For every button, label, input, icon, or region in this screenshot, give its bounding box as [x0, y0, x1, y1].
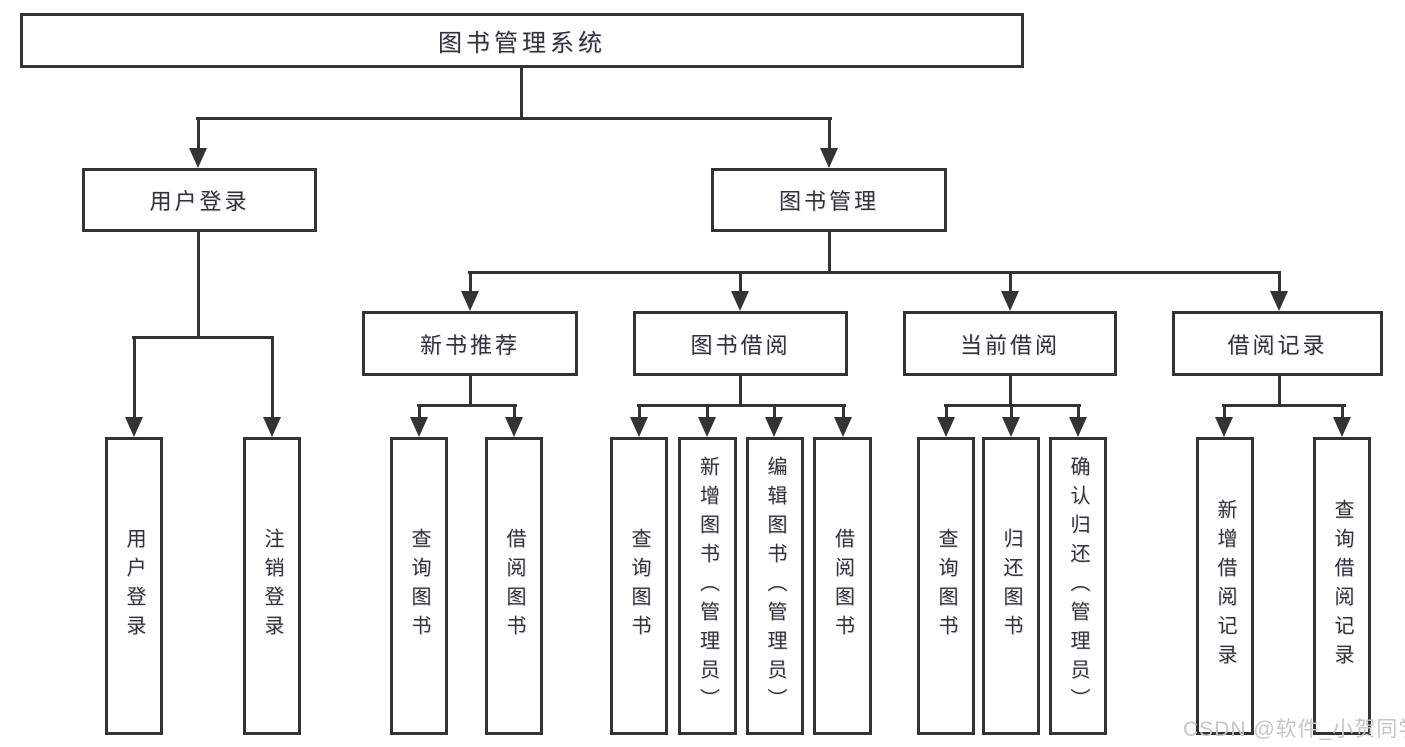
- csdn-watermark: CSDN @软件_小贺同学: [1183, 718, 1405, 741]
- connector-borrow-stem-2: [706, 404, 709, 417]
- node-root: 图书管理系统: [20, 13, 1024, 68]
- leaf-borrow-books-recommend-label: 借阅图书: [503, 528, 525, 644]
- connector-records-stem-2: [1341, 404, 1344, 417]
- arrowhead-icon: [189, 148, 207, 168]
- connector-book-mgmt-stem-4: [1278, 271, 1281, 291]
- arrowhead-icon: [820, 148, 838, 168]
- connector-recommend-stem-1: [418, 404, 421, 417]
- connector-root-horizontal: [196, 117, 832, 120]
- arrowhead-icon: [630, 417, 648, 437]
- leaf-query-books-current: 查询图书: [917, 437, 975, 735]
- leaf-query-books-recommend: 查询图书: [390, 437, 448, 735]
- node-root-label: 图书管理系统: [438, 30, 606, 57]
- arrowhead-icon: [1002, 417, 1020, 437]
- leaf-query-books-current-label: 查询图书: [935, 528, 957, 644]
- arrowhead-icon: [1215, 417, 1233, 437]
- leaf-query-books-borrow: 查询图书: [610, 437, 668, 735]
- connector-records-horizontal: [1222, 404, 1346, 407]
- node-book-borrow-label: 图书借阅: [690, 332, 791, 358]
- node-current-borrow: 当前借阅: [903, 311, 1117, 376]
- leaf-query-borrow-record-label: 查询借阅记录: [1331, 499, 1353, 673]
- connector-book-mgmt-vertical: [828, 232, 831, 271]
- connector-borrow-horizontal: [637, 404, 846, 407]
- node-book-borrow: 图书借阅: [633, 311, 848, 376]
- arrowhead-icon: [461, 291, 479, 311]
- node-current-borrow-label: 当前借阅: [959, 332, 1060, 358]
- node-borrow-records-label: 借阅记录: [1227, 332, 1328, 358]
- connector-borrow-stem-3: [773, 404, 776, 417]
- connector-borrow-stem-4: [842, 404, 845, 417]
- arrowhead-icon: [263, 417, 281, 437]
- node-new-book-recommend: 新书推荐: [362, 311, 578, 376]
- connector-borrow-vertical: [739, 376, 742, 404]
- node-book-mgmt: 图书管理: [711, 168, 947, 232]
- leaf-edit-book-admin: 编辑图书（管理员）: [746, 437, 804, 735]
- leaf-add-book-admin: 新增图书（管理员）: [678, 437, 737, 735]
- leaf-return-book-label: 归还图书: [1000, 528, 1022, 644]
- leaf-borrow-books: 借阅图书: [813, 437, 872, 735]
- arrowhead-icon: [698, 417, 716, 437]
- connector-book-mgmt-stem-3: [1009, 271, 1012, 291]
- node-user-login: 用户登录: [82, 168, 317, 232]
- connector-book-mgmt-stem-2: [739, 271, 742, 291]
- connector-recommend-vertical: [469, 376, 472, 404]
- connector-current-stem-1: [945, 404, 948, 417]
- arrowhead-icon: [765, 417, 783, 437]
- connector-current-stem-2: [1010, 404, 1013, 417]
- leaf-confirm-return-admin-label: 确认归还（管理员）: [1067, 455, 1089, 717]
- connector-recommend-stem-2: [513, 404, 516, 417]
- connector-records-vertical: [1278, 376, 1281, 404]
- arrowhead-icon: [1270, 291, 1288, 311]
- connector-book-mgmt-horizontal: [468, 271, 1281, 274]
- connector-book-mgmt-stem-1: [469, 271, 472, 291]
- node-borrow-records: 借阅记录: [1172, 311, 1383, 376]
- leaf-query-books-recommend-label: 查询图书: [408, 528, 430, 644]
- leaf-return-book: 归还图书: [982, 437, 1040, 735]
- leaf-add-borrow-record-label: 新增借阅记录: [1214, 499, 1236, 673]
- arrowhead-icon: [1333, 417, 1351, 437]
- connector-user-login-horizontal: [132, 336, 274, 339]
- arrowhead-icon: [937, 417, 955, 437]
- arrowhead-icon: [1001, 291, 1019, 311]
- arrowhead-icon: [125, 417, 143, 437]
- node-user-login-label: 用户登录: [149, 189, 250, 214]
- leaf-query-borrow-record: 查询借阅记录: [1313, 437, 1371, 735]
- connector-records-stem-1: [1223, 404, 1226, 417]
- leaf-logout-login: 注销登录: [243, 437, 301, 735]
- leaf-add-borrow-record: 新增借阅记录: [1196, 437, 1254, 735]
- arrowhead-icon: [1069, 417, 1087, 437]
- leaf-borrow-books-recommend: 借阅图书: [485, 437, 543, 735]
- arrowhead-icon: [505, 417, 523, 437]
- leaf-edit-book-admin-label: 编辑图书（管理员）: [764, 455, 786, 717]
- leaf-user-login-label: 用户登录: [123, 528, 145, 644]
- arrowhead-icon: [834, 417, 852, 437]
- connector-recommend-horizontal: [417, 404, 517, 407]
- connector-root-stem-left: [197, 117, 200, 148]
- connector-root-stem-right: [828, 117, 831, 148]
- connector-user-login-stem-2: [271, 336, 274, 417]
- arrowhead-icon: [731, 291, 749, 311]
- leaf-borrow-books-label: 借阅图书: [831, 528, 854, 644]
- leaf-add-book-admin-label: 新增图书（管理员）: [696, 455, 719, 717]
- leaf-query-books-borrow-label: 查询图书: [628, 528, 650, 644]
- leaf-confirm-return-admin: 确认归还（管理员）: [1049, 437, 1107, 735]
- arrowhead-icon: [410, 417, 428, 437]
- leaf-logout-login-label: 注销登录: [261, 528, 283, 644]
- connector-current-vertical: [1009, 376, 1012, 404]
- connector-current-stem-3: [1077, 404, 1080, 417]
- connector-user-login-stem-1: [133, 336, 136, 417]
- node-new-book-recommend-label: 新书推荐: [419, 332, 520, 358]
- leaf-user-login: 用户登录: [105, 437, 163, 735]
- connector-user-login-vertical: [197, 232, 200, 336]
- connector-borrow-stem-1: [638, 404, 641, 417]
- connector-root-vertical: [520, 68, 523, 117]
- node-book-mgmt-label: 图书管理: [778, 189, 879, 214]
